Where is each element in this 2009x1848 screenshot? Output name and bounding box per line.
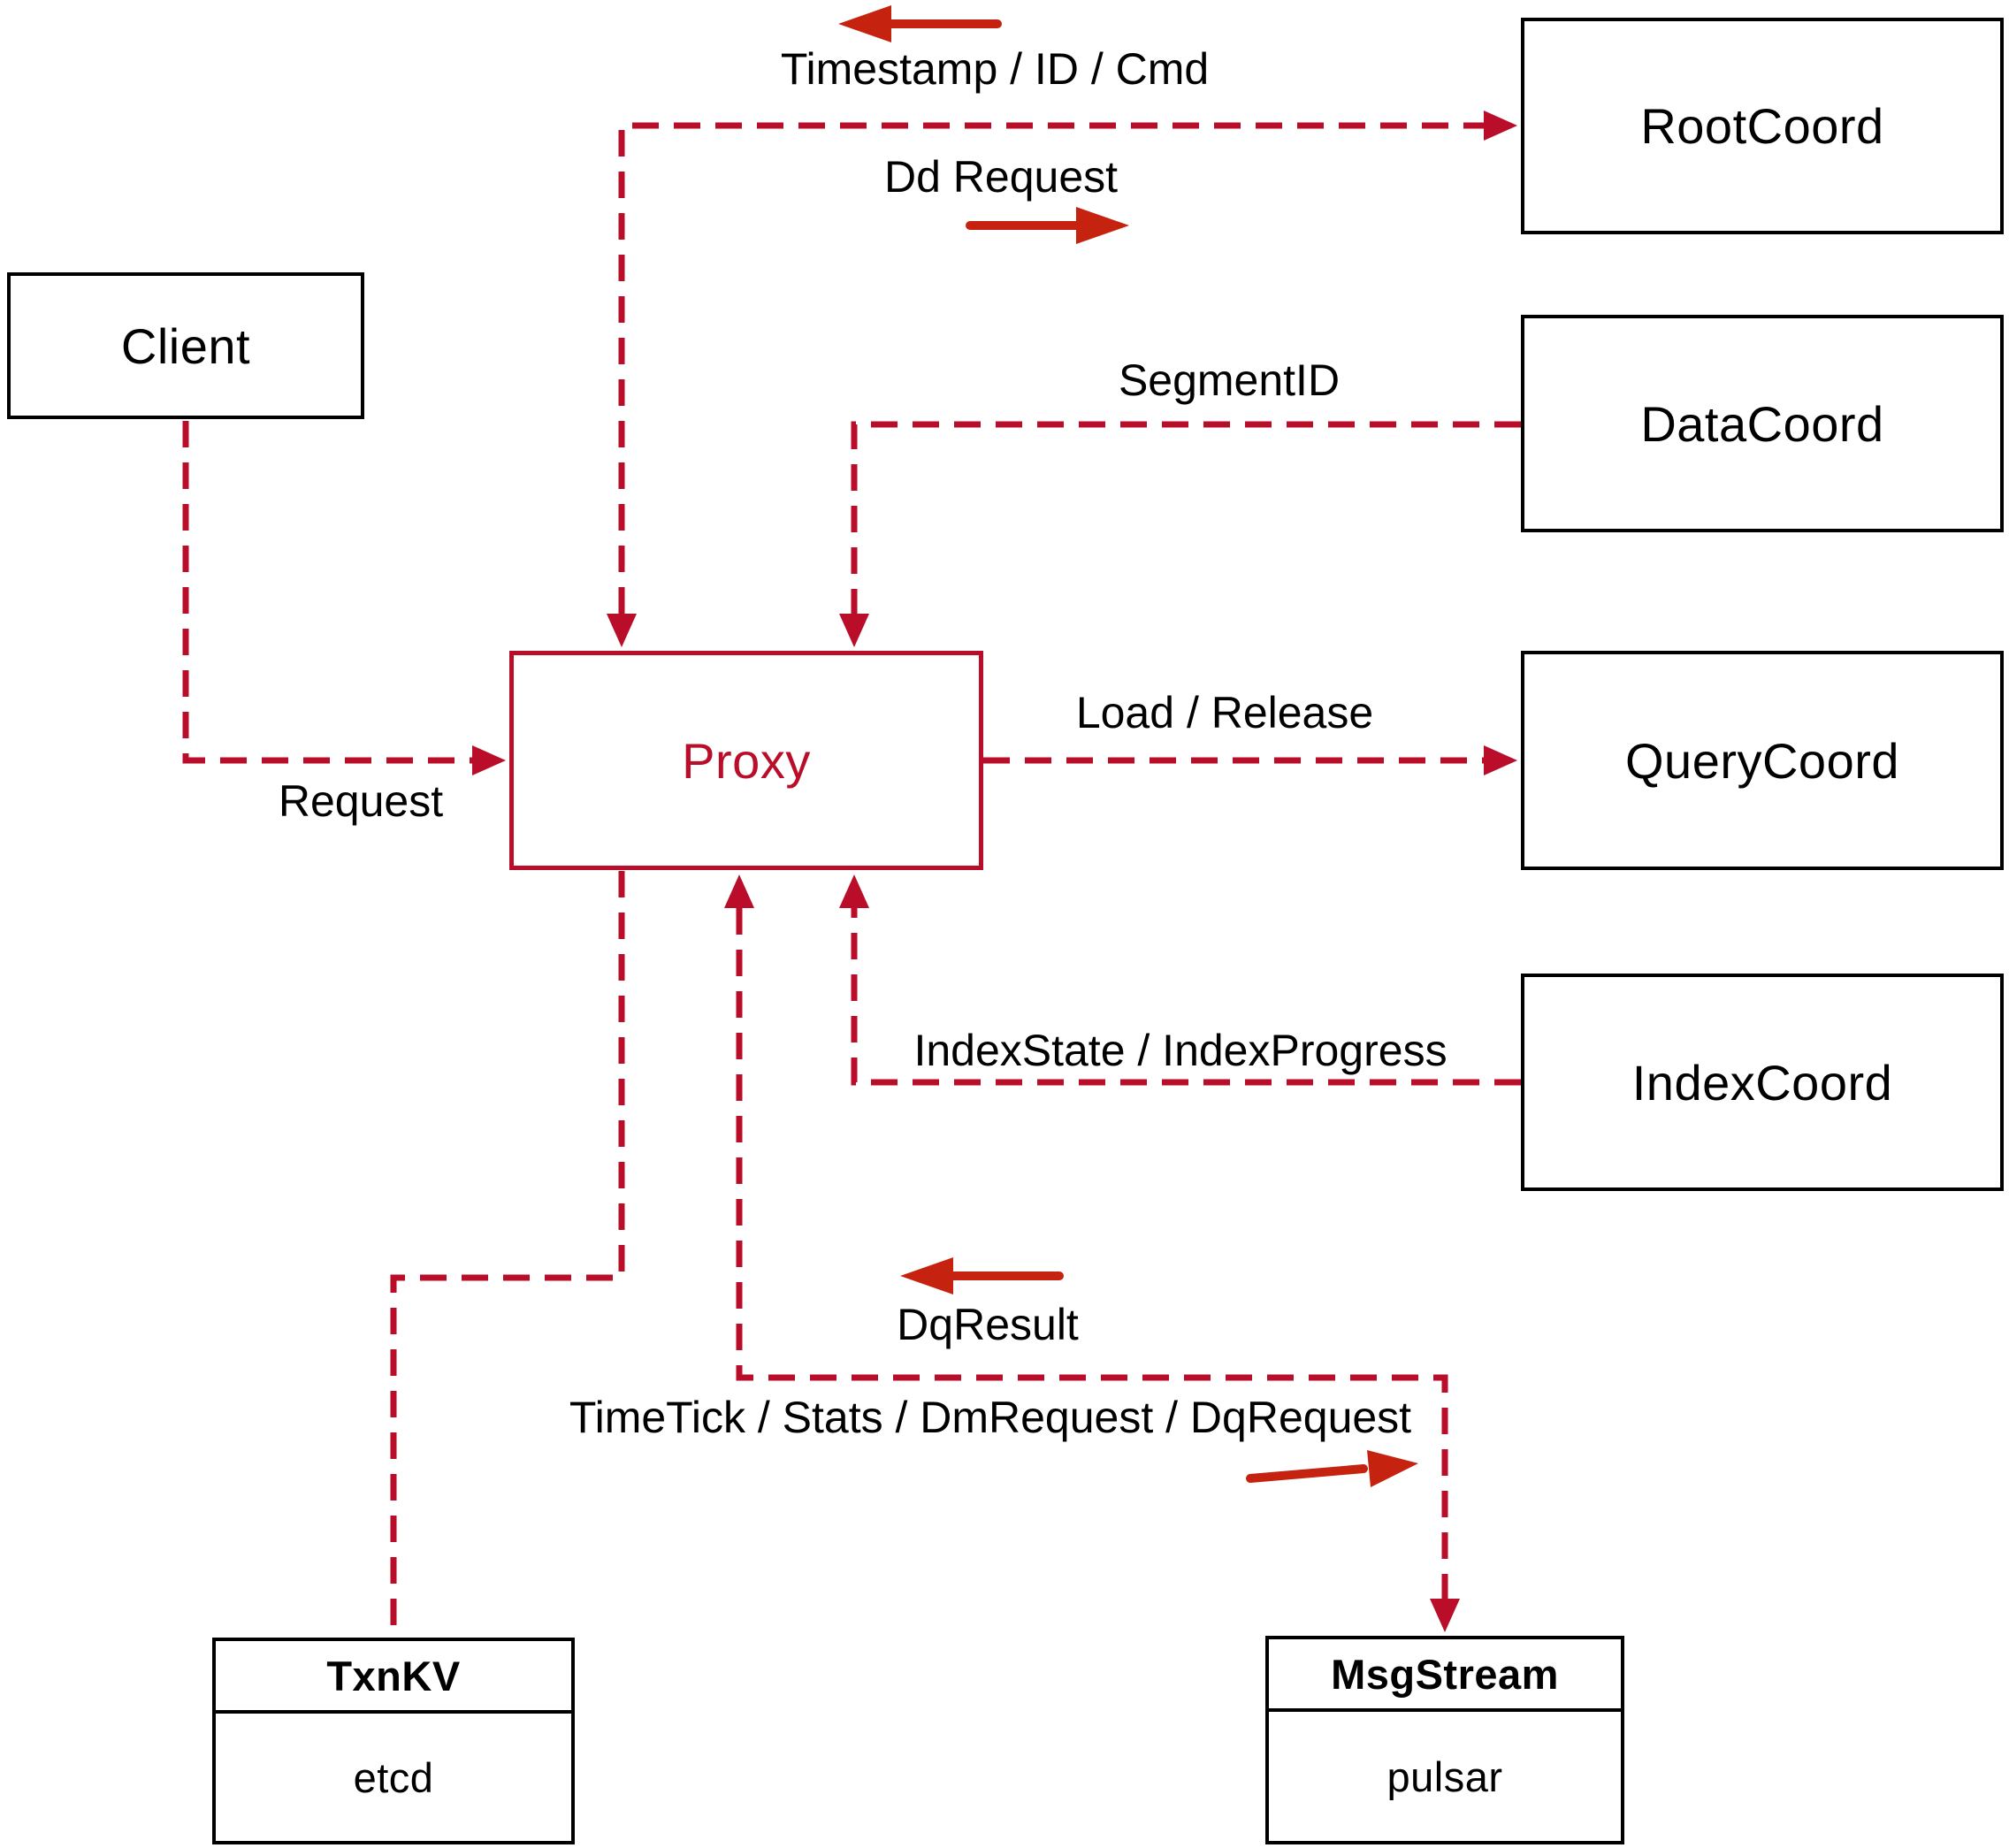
node-proxy: Proxy bbox=[509, 651, 983, 870]
node-txnkv-impl: etcd bbox=[353, 1753, 434, 1801]
arrowhead-into-proxy-top-left bbox=[607, 614, 637, 647]
node-msgstream-title: MsgStream bbox=[1269, 1639, 1621, 1712]
edge-proxy-txnkv-line bbox=[390, 871, 625, 1636]
node-msgstream: MsgStream pulsar bbox=[1265, 1636, 1624, 1844]
node-client: Client bbox=[7, 272, 364, 419]
arrowhead-into-rootcoord bbox=[1484, 111, 1517, 141]
node-rootcoord: RootCoord bbox=[1521, 18, 2004, 234]
arrowhead-into-proxy-bottom-right bbox=[839, 874, 869, 908]
edge-label-timestamp-id-cmd: Timestamp / ID / Cmd bbox=[780, 44, 1210, 94]
node-indexcoord-label: IndexCoord bbox=[1631, 1054, 1893, 1111]
node-datacoord-label: DataCoord bbox=[1640, 395, 1884, 452]
node-rootcoord-label: RootCoord bbox=[1640, 98, 1884, 154]
edge-label-timetick-stats: TimeTick / Stats / DmRequest / DqRequest bbox=[569, 1393, 1412, 1442]
node-msgstream-impl: pulsar bbox=[1386, 1753, 1503, 1800]
arrow-left-icon bbox=[838, 5, 1002, 42]
edge-label-indexstate-indexprogress: IndexState / IndexProgress bbox=[913, 1026, 1448, 1075]
edge-client-proxy-line bbox=[182, 421, 472, 764]
node-querycoord-label: QueryCoord bbox=[1624, 732, 1900, 789]
node-querycoord: QueryCoord bbox=[1521, 651, 2004, 870]
edge-datacoord-proxy-line bbox=[851, 421, 1521, 614]
edge-label-request: Request bbox=[278, 776, 444, 826]
edge-label-dd-request: Dd Request bbox=[883, 152, 1119, 202]
arrowhead-into-msgstream bbox=[1430, 1599, 1460, 1632]
arrowhead-into-proxy-left bbox=[472, 745, 506, 775]
edge-proxy-msgstream-line bbox=[736, 908, 1448, 1599]
node-proxy-label: Proxy bbox=[682, 732, 811, 789]
arrow-left-icon bbox=[900, 1257, 1064, 1294]
node-txnkv-title: TxnKV bbox=[216, 1641, 571, 1714]
arrowhead-into-proxy-top-right bbox=[839, 614, 869, 647]
node-txnkv: TxnKV etcd bbox=[212, 1638, 575, 1844]
node-datacoord: DataCoord bbox=[1521, 315, 2004, 532]
arrowhead-into-proxy-bottom-mid bbox=[724, 874, 754, 908]
node-indexcoord: IndexCoord bbox=[1521, 974, 2004, 1191]
edge-label-dqresult: DqResult bbox=[897, 1300, 1079, 1349]
edge-label-load-release: Load / Release bbox=[1075, 688, 1374, 737]
edge-label-segmentid: SegmentID bbox=[1118, 355, 1341, 405]
edge-proxy-rootcoord-line bbox=[618, 122, 1484, 614]
node-client-label: Client bbox=[120, 317, 251, 374]
arrow-right-icon bbox=[966, 207, 1129, 244]
arrowhead-into-querycoord bbox=[1484, 745, 1517, 775]
arrow-right-icon bbox=[1246, 1450, 1418, 1487]
edge-indexcoord-proxy-line bbox=[851, 908, 1521, 1086]
